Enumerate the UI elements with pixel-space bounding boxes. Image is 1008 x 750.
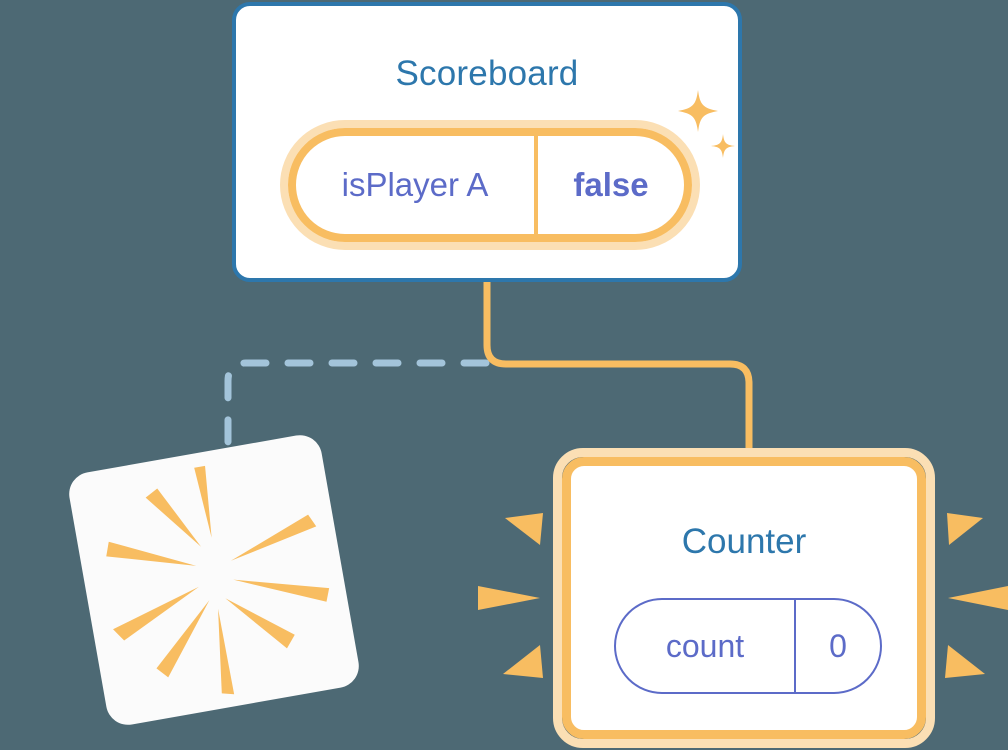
burst-rays-icon: [106, 465, 330, 695]
counter-card-halo: [553, 448, 935, 748]
scoreboard-pill-body: isPlayer A false: [288, 128, 692, 242]
counter-title: Counter: [681, 522, 807, 561]
scoreboard-card[interactable]: Scoreboard isPlayer A false: [232, 2, 742, 282]
counter-pill-divider: [794, 600, 796, 692]
sparkle-small-icon: [711, 134, 735, 158]
counter-ray-left-mid: [478, 586, 540, 610]
counter-pill-key: count: [665, 627, 745, 664]
counter-card[interactable]: Counter count 0: [553, 448, 935, 748]
scoreboard-pill-value: false: [573, 166, 649, 203]
counter-ray-right-bottom: [945, 645, 985, 678]
scoreboard-pill-divider: [534, 136, 538, 234]
counter-ray-left-top: [505, 513, 543, 545]
counter-ray-right-top: [947, 513, 983, 545]
scoreboard-title: Scoreboard: [395, 54, 579, 93]
counter-state-pill[interactable]: count 0: [614, 598, 882, 694]
scoreboard-pill-halo: [280, 120, 700, 250]
sparkles-group: [678, 90, 735, 158]
counter-ray-left-bottom: [503, 645, 543, 678]
scoreboard-to-counter-connector: [483, 281, 753, 470]
counter-ray-right-mid: [948, 586, 1008, 610]
scoreboard-state-pill[interactable]: isPlayer A false: [280, 120, 700, 250]
sparkle-large-icon: [678, 90, 718, 132]
counter-card-body: Counter count 0: [562, 457, 926, 739]
rerender-burst-card: [65, 431, 363, 729]
counter-pill-value: 0: [829, 627, 847, 664]
scoreboard-pill-key: isPlayer A: [341, 166, 489, 203]
scoreboard-to-burst-card-connector: [224, 359, 490, 482]
